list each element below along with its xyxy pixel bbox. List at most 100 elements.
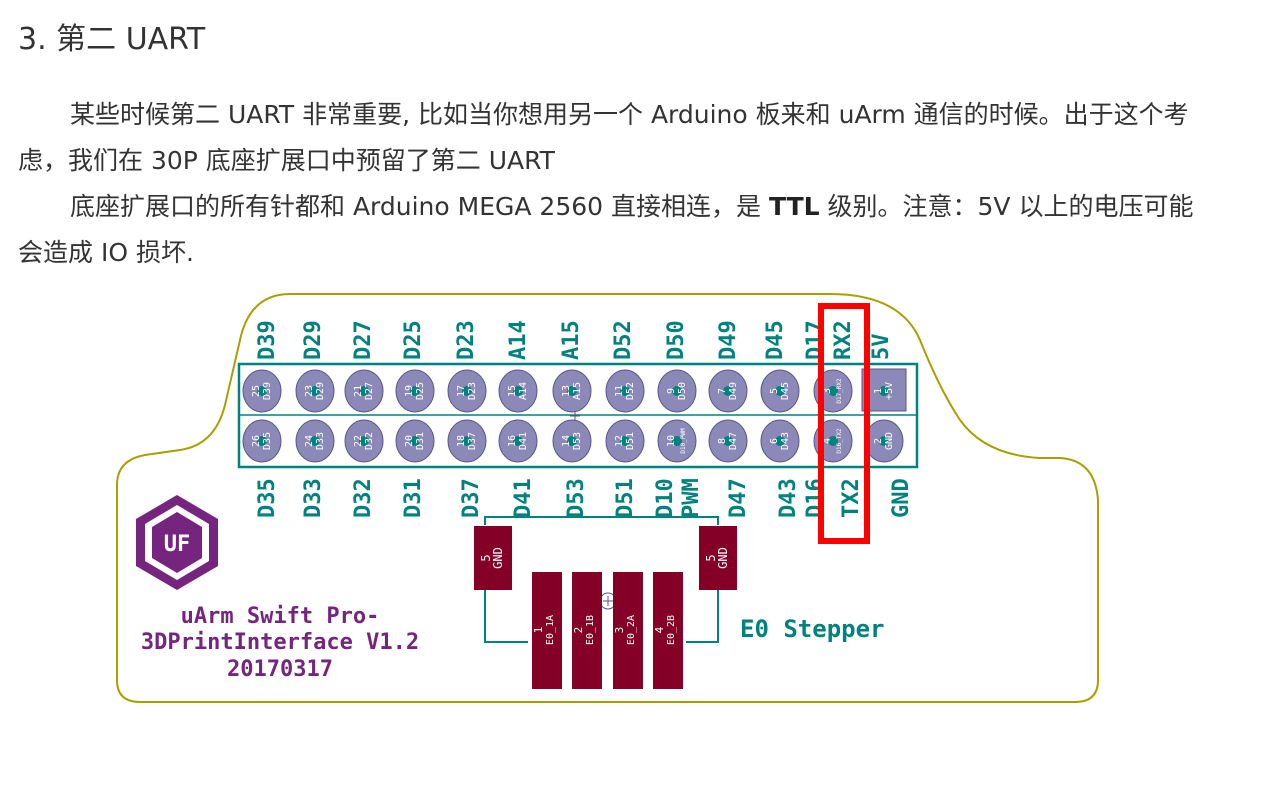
board-date: 20170317 <box>227 657 333 682</box>
stepper-pad <box>613 572 643 689</box>
pin-net-name: GND <box>884 432 895 450</box>
bottom-pin-label: D51 <box>613 478 638 518</box>
pin-net-name: D31 <box>415 432 426 450</box>
pin-net-name: D51 <box>625 432 636 450</box>
paragraph-uart-importance: 某些时候第二 UART 非常重要, 比如当你想用另一个 Arduino 板来和 … <box>18 100 1189 175</box>
stepper-label: E0 Stepper <box>740 615 885 643</box>
pin-drill <box>672 436 682 446</box>
pin-net-name: D32 <box>364 432 375 450</box>
gnd-pad-number: 5 <box>479 554 493 561</box>
pin-number: 16 <box>507 435 518 447</box>
pin-number: 10 <box>666 435 677 447</box>
pin-drill <box>672 386 682 396</box>
pin-net-name: D49 <box>728 382 739 400</box>
top-pin-label: D52 <box>611 320 636 360</box>
stepper-pad-number: 4 <box>653 626 666 633</box>
pin-net-name: D52 <box>625 382 636 400</box>
stepper-pad-net: E0_2A <box>626 615 637 645</box>
top-pin-label: D25 <box>401 320 426 360</box>
pin-net-name: D39 <box>262 382 273 400</box>
top-pin-label: D49 <box>716 320 741 360</box>
pin-net-name: D41 <box>518 432 529 450</box>
top-pin-label: D45 <box>763 320 788 360</box>
pin-number: 3 <box>822 388 833 394</box>
pin-number: 8 <box>717 438 728 444</box>
top-pin-label: A15 <box>559 320 584 360</box>
pin-drill <box>410 436 420 446</box>
section-heading: 3. 第二 UART <box>18 22 206 57</box>
logo-text: UF <box>164 532 191 557</box>
bottom-pin-label: TX2 <box>839 478 864 518</box>
pin-number: 21 <box>353 385 364 397</box>
ttl-bold-text: TTL <box>768 192 820 221</box>
pin-drill <box>723 436 733 446</box>
pin-drill <box>310 436 320 446</box>
stepper-pad-number: 3 <box>613 627 626 634</box>
pin-drill <box>567 436 577 446</box>
bottom-pin-label: D31 <box>401 478 426 518</box>
pin-number: 11 <box>614 385 625 397</box>
pin-drill <box>620 386 630 396</box>
pin-net-name: D43 <box>780 432 791 450</box>
top-pin-label: A14 <box>506 320 531 360</box>
pin-number: 25 <box>251 385 262 397</box>
pin-number: 9 <box>666 388 677 394</box>
top-pin-label: D27 <box>351 320 376 360</box>
pin-drill <box>620 436 630 446</box>
bottom-pin-label: GND <box>889 478 914 518</box>
stepper-pad-number: 1 <box>532 627 545 634</box>
pin-net-name: D45 <box>780 382 791 400</box>
pin-drill <box>462 386 472 396</box>
pin-number: 2 <box>873 438 884 444</box>
pin-drill <box>879 386 889 396</box>
bottom-pin-label: D32 <box>351 478 376 518</box>
gnd-pad <box>699 526 737 590</box>
stepper-pad-net: E0_1A <box>545 615 556 645</box>
top-pin-label: 5V <box>869 334 894 361</box>
pin-net-name: D50 <box>677 382 688 400</box>
pin-net-name: D35 <box>262 432 273 450</box>
pin-net-name: D47 <box>728 432 739 450</box>
gnd-pad <box>474 526 512 590</box>
pin-drill <box>513 436 523 446</box>
uf-logo: UF <box>136 495 218 590</box>
paragraph-ttl-note: 底座扩展口的所有针都和 Arduino MEGA 2560 直接相连，是 TTL… <box>18 184 1208 276</box>
bottom-pin-label: D53 <box>564 478 589 518</box>
pin-drill <box>513 386 523 396</box>
gnd-pad-net: GND <box>716 547 730 569</box>
board-name-line1: uArm Swift Pro- <box>181 604 380 629</box>
pin-drill <box>828 436 838 446</box>
uart2-highlight-box <box>818 303 870 544</box>
pin-net-name: A15 <box>572 382 583 400</box>
pin-drill <box>310 386 320 396</box>
pin-net-name: A14 <box>518 382 529 400</box>
pin-number: 5 <box>769 388 780 394</box>
ttl-note-text-before: 底座扩展口的所有针都和 Arduino MEGA 2560 直接相连，是 <box>70 192 769 221</box>
top-pin-label: RX2 <box>831 320 856 360</box>
pin-drill <box>257 386 267 396</box>
pin-net-name: +5V <box>884 382 895 400</box>
bottom-pin-label: PWM <box>679 478 704 518</box>
pin-drill <box>828 386 838 396</box>
stepper-pad <box>653 572 683 689</box>
pin-drill <box>723 386 733 396</box>
pin-number: 23 <box>304 385 315 397</box>
pin-number: 13 <box>561 385 572 397</box>
pin-drill <box>257 436 267 446</box>
stepper-pad <box>532 572 562 689</box>
top-pin-label: D50 <box>664 320 689 360</box>
pin-number: 24 <box>304 435 315 447</box>
bottom-pin-label: D35 <box>255 478 280 518</box>
pin-net-name: D27 <box>364 382 375 400</box>
top-pin-label: D39 <box>255 320 280 360</box>
board-name-line2: 3DPrintInterface V1.2 <box>141 630 419 655</box>
pin-number: 18 <box>456 435 467 447</box>
pin-drill <box>462 436 472 446</box>
stepper-pad <box>572 572 602 689</box>
pin-number: 19 <box>404 385 415 397</box>
